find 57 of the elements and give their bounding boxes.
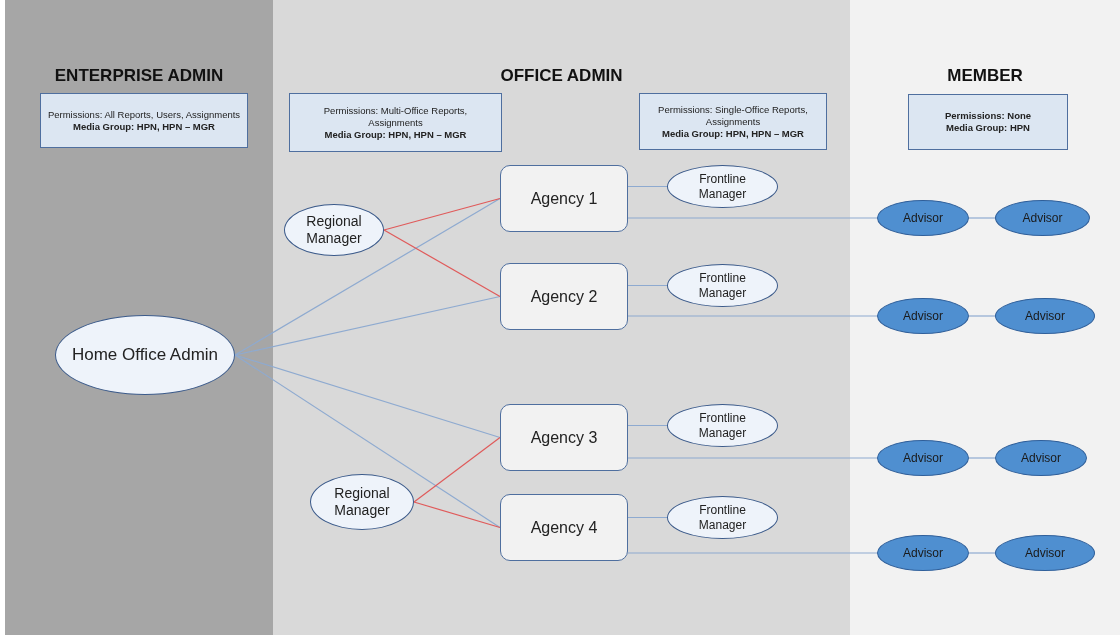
advisor-ellipse: Advisor [877,535,969,571]
connector-line [234,354,501,439]
connector-line [234,197,501,356]
advisor-ellipse: Advisor [877,440,969,476]
connector-line [627,424,668,427]
connector-line [627,552,878,554]
connector-line [968,217,996,219]
role-ellipse: Frontline Manager [667,165,778,208]
permissions-box [908,94,1068,150]
column-band [5,0,273,635]
connector-line [627,457,878,459]
advisor-ellipse: Advisor [995,440,1087,476]
role-ellipse: Frontline Manager [667,264,778,307]
permissions-text: Permissions: Single-Office Reports, Assignments [657,103,809,128]
column-heading: ENTERPRISE ADMIN [53,66,225,86]
connector-line [968,457,996,459]
connector-line [627,185,668,188]
connector-line [968,552,996,554]
media-group-text: Media Group: HPN, HPN – MGR [324,128,467,141]
advisor-ellipse: Advisor [877,298,969,334]
permissions-text: Permissions: All Reports, Users, Assignments [47,108,241,121]
agency-box: Agency 4 [500,494,628,561]
connector-line [968,315,996,317]
agency-box: Agency 1 [500,165,628,232]
role-ellipse: Home Office Admin [55,315,235,395]
media-group-text: Media Group: HPN, HPN – MGR [662,127,804,140]
role-ellipse: Regional Manager [284,204,384,256]
connector-line [383,197,501,231]
role-ellipse: Frontline Manager [667,496,778,539]
connector-line [627,217,878,219]
advisor-ellipse: Advisor [995,535,1095,571]
permissions-text: Permissions: None [944,110,1032,122]
media-group-text: Media Group: HPN [946,122,1030,134]
media-group-text: Media Group: HPN, HPN – MGR [73,120,215,133]
connector-line [234,295,501,356]
agency-box: Agency 3 [500,404,628,471]
connector-line [627,315,878,317]
agency-box: Agency 2 [500,263,628,330]
advisor-ellipse: Advisor [995,298,1095,334]
connector-line [234,354,501,529]
connector-line [383,229,501,298]
role-ellipse: Regional Manager [310,474,414,530]
column-band [273,0,850,635]
connector-line [413,436,501,503]
column-heading: OFFICE ADMIN [499,66,624,86]
permissions-box [289,93,502,152]
column-band [850,0,1120,635]
advisor-ellipse: Advisor [877,200,969,236]
permissions-text: Permissions: Multi-Office Reports, Assignments [322,104,469,129]
advisor-ellipse: Advisor [995,200,1090,236]
connector-line [627,516,668,519]
role-ellipse: Frontline Manager [667,404,778,447]
column-heading: MEMBER [946,66,1024,86]
permissions-box [639,93,827,150]
connector-line [627,284,668,287]
permissions-box [40,93,248,148]
connector-line [413,501,501,529]
